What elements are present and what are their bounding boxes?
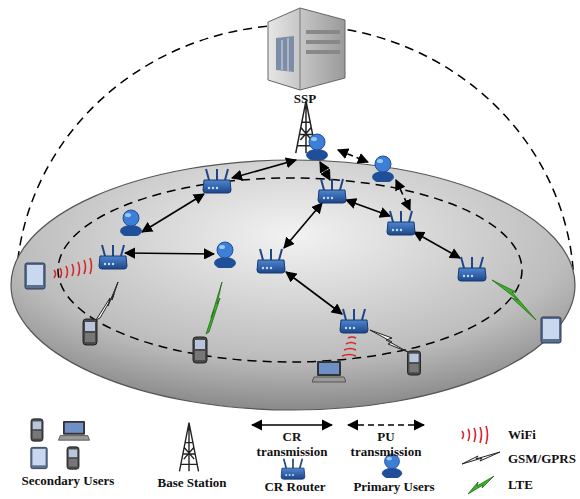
node-label: SSP <box>255 92 355 107</box>
legend-label: CR transmission <box>252 430 332 460</box>
server-node: SSP <box>255 4 355 107</box>
legend-label: Primary Users <box>346 480 442 495</box>
legend-label: LTE <box>508 478 576 493</box>
server-building <box>268 8 345 90</box>
legend-label: Secondary Users <box>4 474 132 489</box>
legend-label: WiFi <box>508 428 576 443</box>
legend-label: PU transmission <box>346 430 426 460</box>
legend-label: Base Station <box>146 476 238 491</box>
legend-label: CR Router <box>250 480 340 495</box>
legend-label: GSM/GPRS <box>508 452 576 467</box>
